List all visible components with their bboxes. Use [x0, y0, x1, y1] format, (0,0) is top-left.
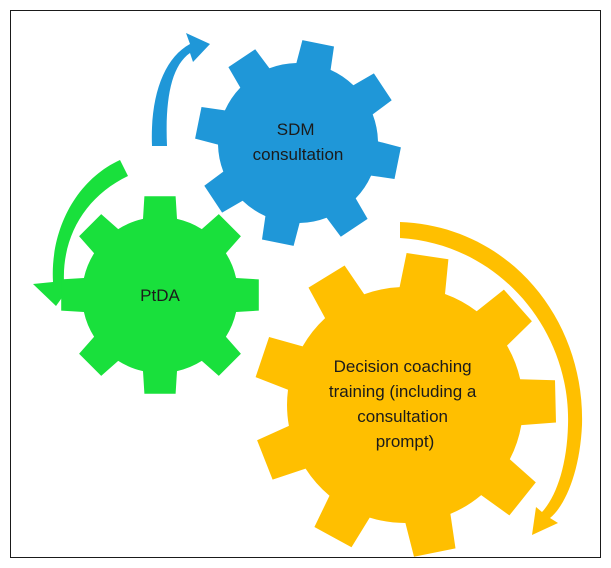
blue-arrow: [151, 33, 210, 146]
ptda-gear-shape: [61, 196, 259, 394]
coaching-gear: Decision coaching training (including a …: [255, 253, 556, 557]
green-arrow: [33, 160, 128, 306]
svg-text:Decision coaching traini: Decision coaching training (including a …: [329, 357, 481, 451]
sdm-gear-shape: [195, 40, 401, 246]
sdm-gear: SDM consultation: [195, 40, 401, 246]
orange-arrow: [400, 222, 583, 535]
coaching-gear-label-line: training (including a: [329, 382, 477, 401]
coaching-gear-label-line: Decision coaching: [334, 357, 472, 376]
ptda-gear: PtDA: [61, 196, 259, 394]
svg-text:PtDA: PtDA: [140, 286, 180, 305]
sdm-gear-label-line: consultation: [253, 145, 344, 164]
coaching-gear-shape: [255, 253, 556, 557]
curved-arrow-icon: [400, 222, 583, 535]
curved-arrow-icon: [151, 33, 210, 146]
coaching-gear-label-line: prompt): [376, 432, 435, 451]
svg-text:SDM consultation: SDM consultation: [253, 120, 344, 164]
curved-arrow-icon: [33, 160, 128, 306]
coaching-gear-label-line: consultation: [357, 407, 448, 426]
ptda-gear-label-line: PtDA: [140, 286, 180, 305]
sdm-gear-label-line: SDM: [277, 120, 315, 139]
